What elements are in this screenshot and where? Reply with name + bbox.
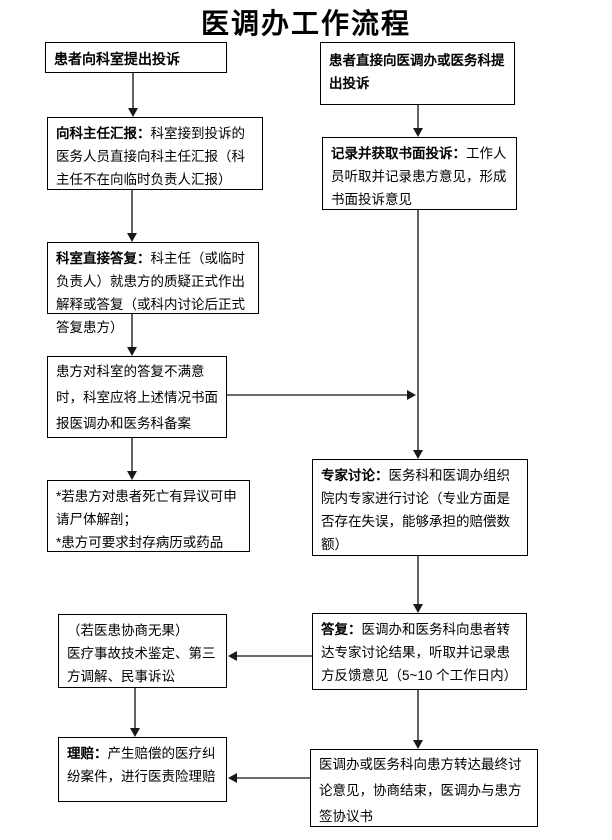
arrow-l4-to-l5: [127, 438, 137, 480]
box-unsatisfied-report-filing: 患方对科室的答复不满意时，科室应将上述情况书面报医调办和医务科备案: [47, 356, 227, 438]
box-text: 医调办或医务科向患方转达最终讨论意见，协商结束，医调办与患方签协议书: [319, 757, 522, 824]
box-final-agreement-signing: 医调办或医务科向患方转达最终讨论意见，协商结束，医调办与患方签协议书: [310, 749, 538, 827]
box-reply-to-patient: 答复：医调办和医务科向患者转达专家讨论结果，听取并记录患方反馈意见（5~10 个…: [312, 613, 527, 690]
box-text: 产生赔偿的医疗纠纷案件，进行医责险理赔: [67, 746, 216, 784]
box-appraisal-mediation-litigation: （若医患协商无果） 医疗事故技术鉴定、第三方调解、民事诉讼: [58, 614, 227, 688]
box-report-to-dept-director: 向科主任汇报：科室接到投诉的医务人员直接向科主任汇报（科主任不在向临时负责人汇报…: [47, 117, 263, 190]
box-expert-discussion: 专家讨论：医务科和医调办组织院内专家进行讨论（专业方面是否存在失误，能够承担的赔…: [312, 459, 528, 556]
page-title: 医调办工作流程: [200, 9, 411, 40]
box-lead: 记录并获取书面投诉：: [331, 146, 466, 161]
box-lead: 答复：: [321, 622, 362, 637]
arrow-r1-to-r2: [413, 105, 423, 137]
box-lead: 理赔：: [67, 746, 108, 761]
box-text: （若医患协商无果） 医疗事故技术鉴定、第三方调解、民事诉讼: [67, 623, 216, 684]
box-text: 医调办和医务科向患者转达专家讨论结果，听取并记录患方反馈意见（5~10 个工作日…: [321, 622, 518, 683]
box-text: 科室接到投诉的医务人员直接向科主任汇报（科主任不在向临时负责人汇报）: [56, 126, 245, 187]
arrow-l6-to-l7: [130, 688, 140, 737]
arrow-r4-to-r5: [413, 690, 423, 749]
box-patient-complaint-to-dept: 患者向科室提出投诉: [45, 42, 227, 73]
arrow-l1-to-l2: [128, 73, 138, 117]
box-insurance-claim: 理赔：产生赔偿的医疗纠纷案件，进行医责险理赔: [58, 737, 227, 802]
box-lead: 患者向科室提出投诉: [54, 51, 180, 67]
arrow-l4-to-right-column: [227, 390, 416, 400]
arrow-l3-to-l4: [127, 314, 137, 356]
box-text: 工作人员听取并记录患方意见，形成书面投诉意见: [331, 146, 507, 207]
box-autopsy-and-sealing-note: *若患方对患者死亡有异议可申请尸体解剖； *患方可要求封存病历或药品: [47, 480, 250, 552]
arrow-r2-to-r3: [413, 210, 423, 459]
box-dept-direct-reply: 科室直接答复：科主任（或临时负责人）就患方的质疑正式作出解释或答复（或科内讨论后…: [47, 242, 259, 335]
arrow-r3-to-r4: [413, 556, 423, 613]
box-lead: 向科主任汇报：: [56, 126, 151, 141]
box-text: 患方对科室的答复不满意时，科室应将上述情况书面报医调办和医务科备案: [56, 364, 218, 431]
box-patient-complaint-to-office: 患者直接向医调办或医务科提出投诉: [320, 42, 515, 105]
box-text: *若患方对患者死亡有异议可申请尸体解剖； *患方可要求封存病历或药品: [56, 489, 237, 550]
box-record-written-complaint: 记录并获取书面投诉：工作人员听取并记录患方意见，形成书面投诉意见: [322, 137, 517, 210]
arrow-r4-to-l6: [228, 651, 312, 661]
box-lead: 专家讨论：: [321, 468, 389, 483]
box-lead: 患者直接向医调办或医务科提出投诉: [329, 53, 505, 91]
box-text: 医务科和医调办组织院内专家进行讨论（专业方面是否存在失误，能够承担的赔偿数额）: [321, 468, 510, 552]
box-text: 科主任（或临时负责人）就患方的质疑正式作出解释或答复（或科内讨论后正式答复患方）: [56, 251, 245, 335]
arrow-r5-to-l7: [228, 773, 310, 783]
arrow-l2-to-l3: [127, 190, 137, 242]
box-lead: 科室直接答复：: [56, 251, 151, 266]
